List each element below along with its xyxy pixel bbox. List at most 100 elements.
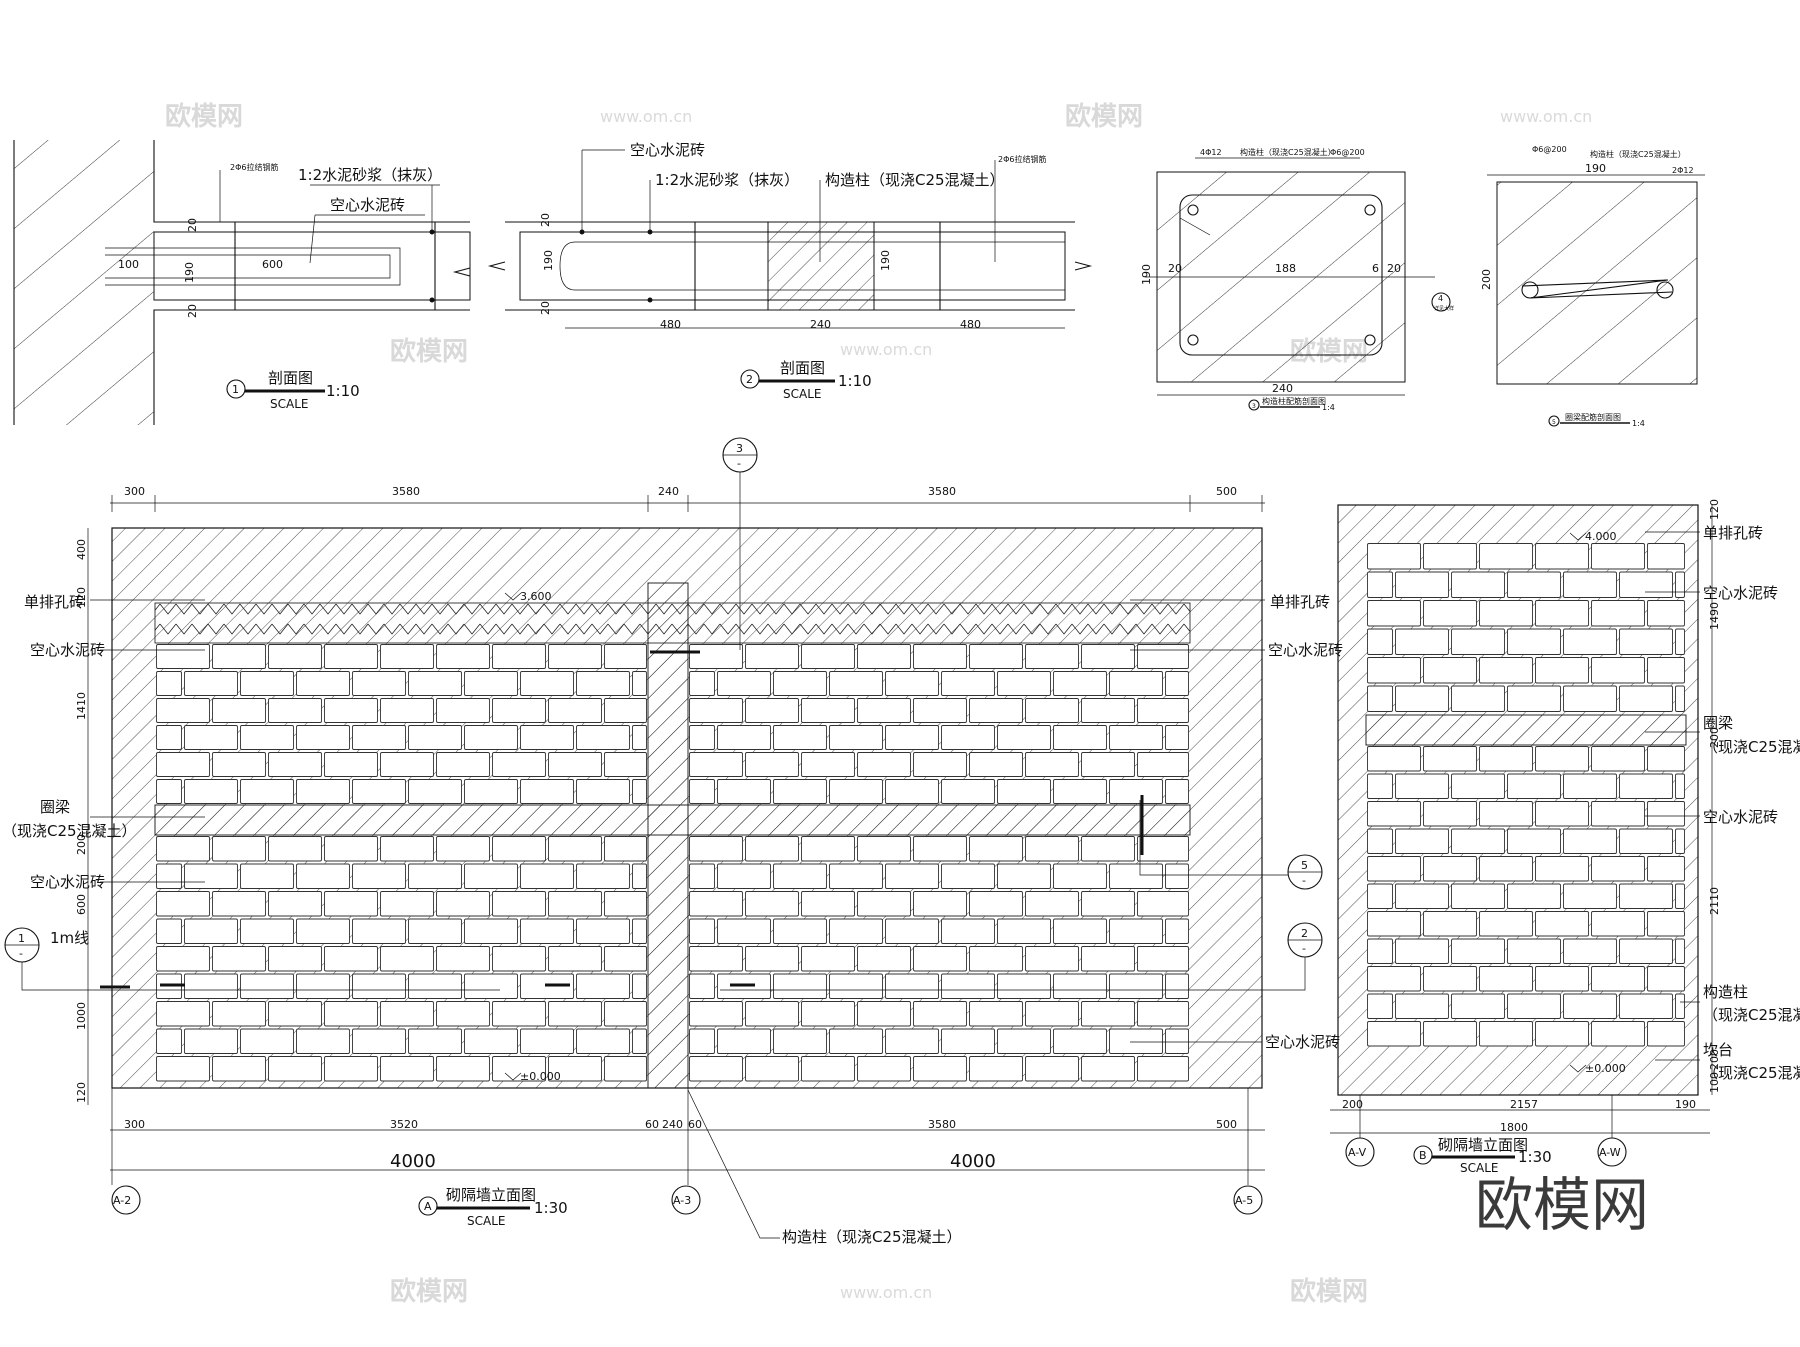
brick bbox=[268, 836, 322, 862]
brick bbox=[1395, 883, 1449, 909]
brick bbox=[1451, 571, 1505, 598]
brick bbox=[745, 1001, 799, 1027]
svg-text:（现浇C25混凝土）: （现浇C25混凝土） bbox=[1703, 738, 1800, 756]
brick bbox=[1451, 883, 1505, 909]
brick bbox=[885, 918, 939, 944]
brick bbox=[1367, 1021, 1421, 1047]
brick bbox=[1507, 993, 1561, 1019]
brick bbox=[1451, 628, 1505, 655]
brick bbox=[1647, 543, 1685, 570]
brick bbox=[1647, 801, 1685, 827]
ring-beam-detail: Φ6@200 构造柱（现浇C25混凝土） 2Φ12 190 200 5 圈梁配筋… bbox=[1480, 145, 1705, 428]
brick bbox=[156, 1028, 182, 1054]
brick bbox=[1507, 628, 1561, 655]
svg-text:200: 200 bbox=[1708, 1049, 1721, 1070]
brick bbox=[408, 725, 462, 750]
svg-text:（现浇C25混凝土）: （现浇C25混凝土） bbox=[2, 822, 137, 840]
svg-text:1000: 1000 bbox=[75, 1002, 88, 1030]
brick bbox=[324, 1056, 378, 1082]
brick bbox=[436, 1056, 490, 1082]
svg-text:4: 4 bbox=[1438, 294, 1443, 303]
svg-text:A-W: A-W bbox=[1599, 1146, 1621, 1159]
svg-text:188: 188 bbox=[1275, 262, 1296, 275]
brick bbox=[689, 779, 715, 804]
label-single-row-brick: 单排孔砖 bbox=[24, 593, 84, 611]
brick bbox=[1165, 863, 1189, 889]
svg-text:2: 2 bbox=[746, 373, 753, 386]
brick bbox=[268, 891, 322, 917]
brick bbox=[1165, 725, 1189, 750]
brick-field bbox=[156, 644, 647, 804]
brick bbox=[969, 752, 1023, 777]
brick bbox=[1367, 801, 1421, 827]
brick bbox=[1535, 543, 1589, 570]
brick bbox=[1109, 1028, 1163, 1054]
brick bbox=[1535, 1021, 1589, 1047]
brick bbox=[1591, 1021, 1645, 1047]
axis-bubble bbox=[671, 1185, 701, 1215]
svg-text:B: B bbox=[1419, 1149, 1427, 1162]
svg-text:300: 300 bbox=[124, 1118, 145, 1131]
brick bbox=[1025, 946, 1079, 972]
brick bbox=[212, 836, 266, 862]
watermark-url: www.om.cn bbox=[600, 107, 692, 126]
brick bbox=[773, 918, 827, 944]
svg-text:SCALE: SCALE bbox=[783, 387, 821, 401]
brick bbox=[689, 752, 743, 777]
brick bbox=[689, 946, 743, 972]
brick bbox=[604, 752, 647, 777]
brick bbox=[913, 1001, 967, 1027]
brick bbox=[1395, 828, 1449, 854]
brick bbox=[212, 752, 266, 777]
brick bbox=[296, 918, 350, 944]
brick bbox=[1109, 918, 1163, 944]
brick bbox=[492, 752, 546, 777]
svg-text:300: 300 bbox=[124, 485, 145, 498]
brick bbox=[941, 671, 995, 696]
brick bbox=[156, 671, 182, 696]
svg-text:A-5: A-5 bbox=[1235, 1194, 1253, 1207]
brick bbox=[829, 779, 883, 804]
brick bbox=[212, 644, 266, 669]
brick bbox=[352, 973, 406, 999]
brick bbox=[408, 779, 462, 804]
brick bbox=[492, 1056, 546, 1082]
brick bbox=[548, 698, 602, 723]
brick bbox=[1367, 856, 1421, 882]
brick bbox=[885, 973, 939, 999]
brick bbox=[689, 918, 715, 944]
label-hollow-brick: 空心水泥砖 bbox=[1703, 584, 1778, 602]
brick bbox=[632, 973, 647, 999]
brick bbox=[1137, 1001, 1189, 1027]
brick bbox=[1479, 746, 1533, 772]
brick bbox=[801, 698, 855, 723]
brick bbox=[773, 1028, 827, 1054]
brick bbox=[1647, 966, 1685, 992]
brick bbox=[240, 779, 294, 804]
brick bbox=[885, 725, 939, 750]
brick bbox=[1137, 836, 1189, 862]
brick bbox=[604, 1001, 647, 1027]
brick bbox=[1137, 891, 1189, 917]
brick bbox=[1535, 657, 1589, 684]
brick bbox=[1109, 671, 1163, 696]
svg-text:4000: 4000 bbox=[950, 1151, 996, 1172]
brick bbox=[969, 698, 1023, 723]
svg-text:190: 190 bbox=[183, 262, 196, 283]
brick bbox=[829, 725, 883, 750]
brick bbox=[997, 918, 1051, 944]
brick bbox=[745, 891, 799, 917]
svg-text:5: 5 bbox=[1552, 419, 1556, 426]
brick bbox=[212, 946, 266, 972]
brick bbox=[885, 1028, 939, 1054]
label-hollow-brick: 空心水泥砖 bbox=[30, 641, 105, 659]
brick bbox=[604, 836, 647, 862]
brick bbox=[1165, 671, 1189, 696]
brick bbox=[352, 1028, 406, 1054]
brick bbox=[857, 752, 911, 777]
brick bbox=[520, 918, 574, 944]
watermark: 欧模网 bbox=[390, 336, 468, 367]
brick-section bbox=[153, 231, 471, 301]
brick bbox=[548, 1001, 602, 1027]
brick bbox=[324, 891, 378, 917]
